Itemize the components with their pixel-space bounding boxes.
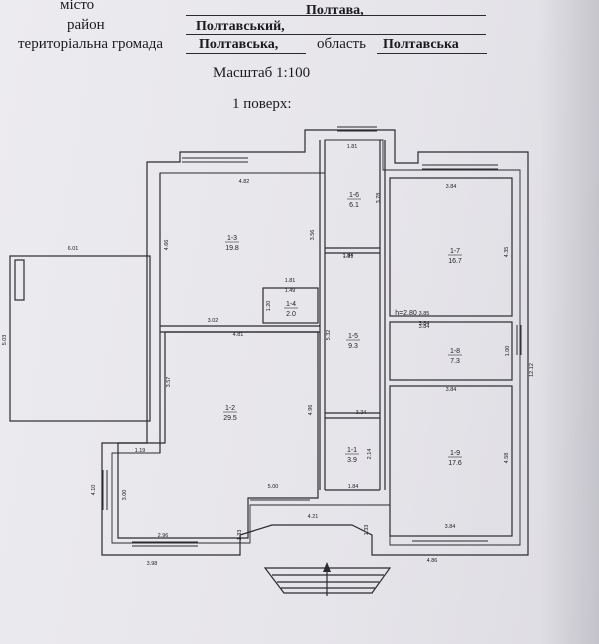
floor-label: 1 поверх:	[232, 96, 292, 112]
room-area: 19.8	[225, 245, 239, 252]
district-label: район	[67, 17, 105, 33]
dimension-label: 5.00	[268, 484, 279, 490]
dimension-label: 4.82	[239, 179, 250, 185]
dimension-label: 1.20	[266, 301, 272, 312]
room-id: 1-2	[225, 405, 235, 412]
community-underline	[186, 53, 306, 54]
city-underline	[186, 15, 486, 16]
scale-label: Масштаб 1:100	[213, 65, 311, 81]
dimension-label: 2.96	[158, 533, 169, 539]
dimension-label: 3.78	[376, 193, 382, 204]
room-id: 1-8	[450, 348, 460, 355]
dimension-label: 2.14	[367, 449, 373, 460]
district-underline	[186, 34, 486, 35]
community-value: Полтавська,	[199, 37, 279, 52]
room-area: 7.3	[450, 358, 460, 365]
room-id: 1-7	[450, 248, 460, 255]
dimension-label: 1.00	[505, 346, 511, 357]
dimension-label: 4.21	[308, 514, 319, 520]
dimension-label: 1.33	[237, 530, 243, 541]
dimension-label: 1.84	[343, 253, 354, 259]
dimension-label: 3.84	[419, 324, 430, 330]
dimension-label: 1.81	[343, 254, 354, 260]
dimension-label: 6.01	[68, 246, 79, 252]
dimension-label: 4.66	[164, 240, 170, 251]
dimension-label: 3.84	[446, 184, 457, 190]
dimension-label: 1.81	[347, 144, 358, 150]
dimension-label: 3.84	[419, 321, 430, 327]
dimension-label: 4.81	[233, 332, 244, 338]
page-shadow	[539, 0, 599, 644]
room-id: 1-5	[348, 333, 358, 340]
room-area: 9.3	[348, 343, 358, 350]
room-area: 3.9	[347, 457, 357, 464]
dimension-label: 5.32	[326, 330, 332, 341]
room-area: 17.6	[448, 460, 462, 467]
height-note: h=2.80	[395, 310, 417, 317]
room-id: 1-3	[227, 235, 237, 242]
dimension-label: 3.84	[445, 524, 456, 530]
district-value: Полтавський,	[196, 19, 285, 34]
dimension-label: 1.81	[285, 278, 296, 284]
dimension-label: 3.85	[419, 311, 430, 317]
city-label: місто	[60, 0, 95, 13]
dimension-label: 3.98	[147, 561, 158, 567]
dimension-label: 3.02	[208, 318, 219, 324]
room-id: 1-4	[286, 301, 296, 308]
dimension-label: 1.19	[135, 448, 146, 454]
room-id: 1-9	[450, 450, 460, 457]
dimension-label: 5.03	[2, 335, 8, 346]
region-value: Полтавська	[383, 37, 459, 52]
room-area: 6.1	[349, 202, 359, 209]
dimension-label: 4.58	[504, 453, 510, 464]
dimension-label: 1.49	[285, 288, 296, 294]
dimension-label: 1.33	[364, 525, 370, 536]
dimension-label: 3.34	[356, 410, 367, 416]
room-id: 1-1	[347, 447, 357, 454]
room-id: 1-6	[349, 192, 359, 199]
dimension-label: 3.56	[310, 230, 316, 241]
city-value: Полтава,	[306, 3, 364, 18]
dimension-label: 1.84	[348, 484, 359, 490]
dimension-label: 3.57	[166, 377, 172, 388]
dimension-label: 12.12	[529, 363, 535, 377]
room-area: 16.7	[448, 258, 462, 265]
dimension-label: 4.96	[308, 405, 314, 416]
room-area: 2.0	[286, 311, 296, 318]
dimension-label: 3.84	[446, 387, 457, 393]
dimension-label: 4.35	[504, 247, 510, 258]
room-area: 29.5	[223, 415, 237, 422]
community-label: територіальна громада	[18, 36, 164, 52]
region-underline	[377, 53, 487, 54]
dimension-label: 4.86	[427, 558, 438, 564]
region-label: область	[317, 36, 366, 52]
dimension-label: 3.00	[122, 490, 128, 501]
dimension-label: 4.10	[91, 485, 97, 496]
